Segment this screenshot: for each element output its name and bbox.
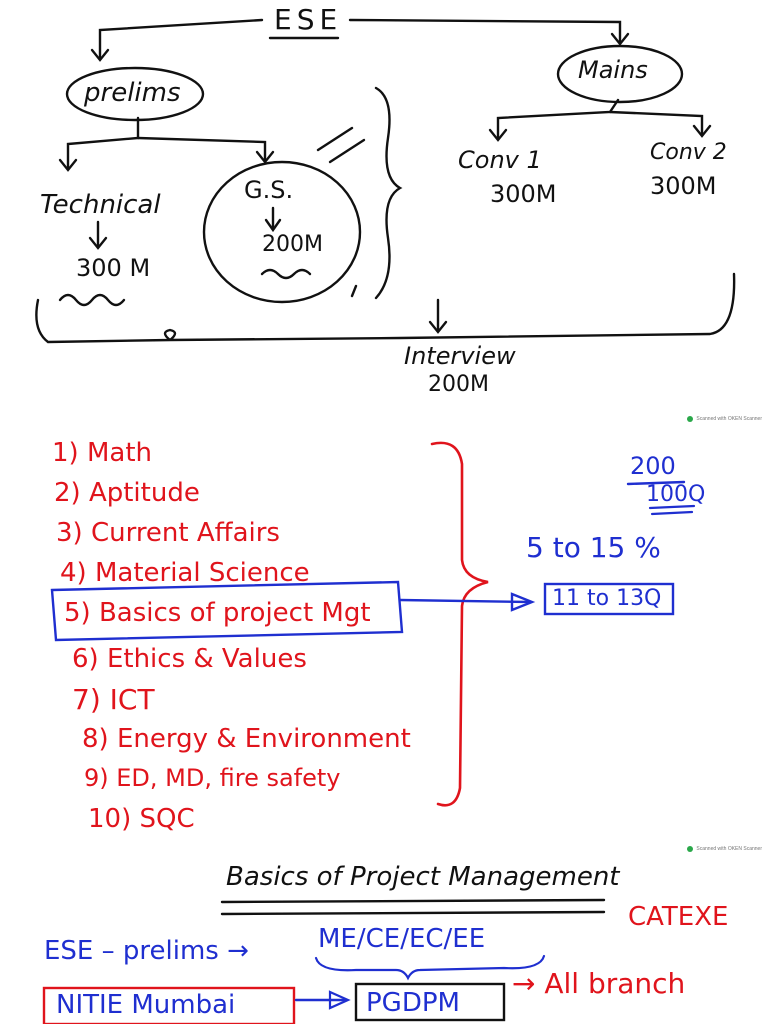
fraction-numerator: 200: [630, 452, 676, 480]
mains-label: Mains: [578, 56, 648, 84]
pgdpm-label: PGDPM: [366, 988, 460, 1018]
conv1-label: Conv 1: [458, 146, 542, 174]
conv1-marks: 300M: [490, 180, 557, 208]
subject-item: 6) Ethics & Values: [72, 644, 307, 674]
fraction-denominator: 100Q: [646, 482, 706, 507]
subject-item-highlighted: 5) Basics of project Mgt: [64, 598, 371, 628]
scanner-watermark: Scanned with OKEN Scanner: [687, 846, 762, 852]
ese-prelims-label: ESE – prelims →: [44, 936, 249, 966]
gs-label: G.S.: [244, 176, 294, 204]
root-label-ese: ESE: [274, 3, 343, 36]
page-title: Basics of Project Management: [226, 862, 620, 892]
pm-annotations: [42, 898, 606, 1024]
nitie-label: NITIE Mumbai: [56, 990, 236, 1020]
branches-label: ME/CE/EC/EE: [318, 924, 486, 954]
scanner-logo-icon: [687, 416, 694, 422]
subject-item: 3) Current Affairs: [56, 518, 280, 548]
conv2-marks: 300M: [650, 172, 717, 200]
subject-annotations: [50, 441, 696, 807]
subject-item: 10) SQC: [88, 804, 195, 834]
technical-label: Technical: [40, 190, 161, 220]
subject-item: 1) Math: [52, 438, 152, 468]
all-branch-label: → All branch: [512, 967, 686, 1000]
page-ese-structure: ESE prelims Mains Technical 300 M G.S. 2…: [0, 0, 768, 410]
question-range: 11 to 13Q: [552, 586, 662, 611]
tree-connectors: [35, 18, 736, 344]
conv2-label: Conv 2: [650, 140, 727, 165]
prelims-label: prelims: [84, 78, 181, 108]
weight-range: 5 to 15 %: [526, 531, 661, 564]
page-prelims-gs-subjects: Scanned with OKEN Scanner 1) Math 2) Apt…: [0, 410, 768, 840]
catexe-label: CATEXE: [628, 902, 729, 932]
gs-marks: 200M: [262, 232, 323, 257]
scanner-watermark: Scanned with OKEN Scanner: [687, 416, 762, 422]
subject-item: 8) Energy & Environment: [82, 724, 411, 754]
subject-item: 2) Aptitude: [54, 478, 200, 508]
page-project-management: Scanned with OKEN Scanner Basics of Proj…: [0, 840, 768, 1024]
subject-item: 4) Material Science: [60, 558, 310, 588]
technical-marks: 300 M: [76, 254, 151, 282]
interview-label: Interview: [404, 342, 516, 370]
subject-item: 7) ICT: [72, 683, 155, 716]
interview-marks: 200M: [428, 372, 489, 397]
scanner-logo-icon: [687, 846, 694, 852]
subject-item: 9) ED, MD, fire safety: [84, 764, 341, 792]
